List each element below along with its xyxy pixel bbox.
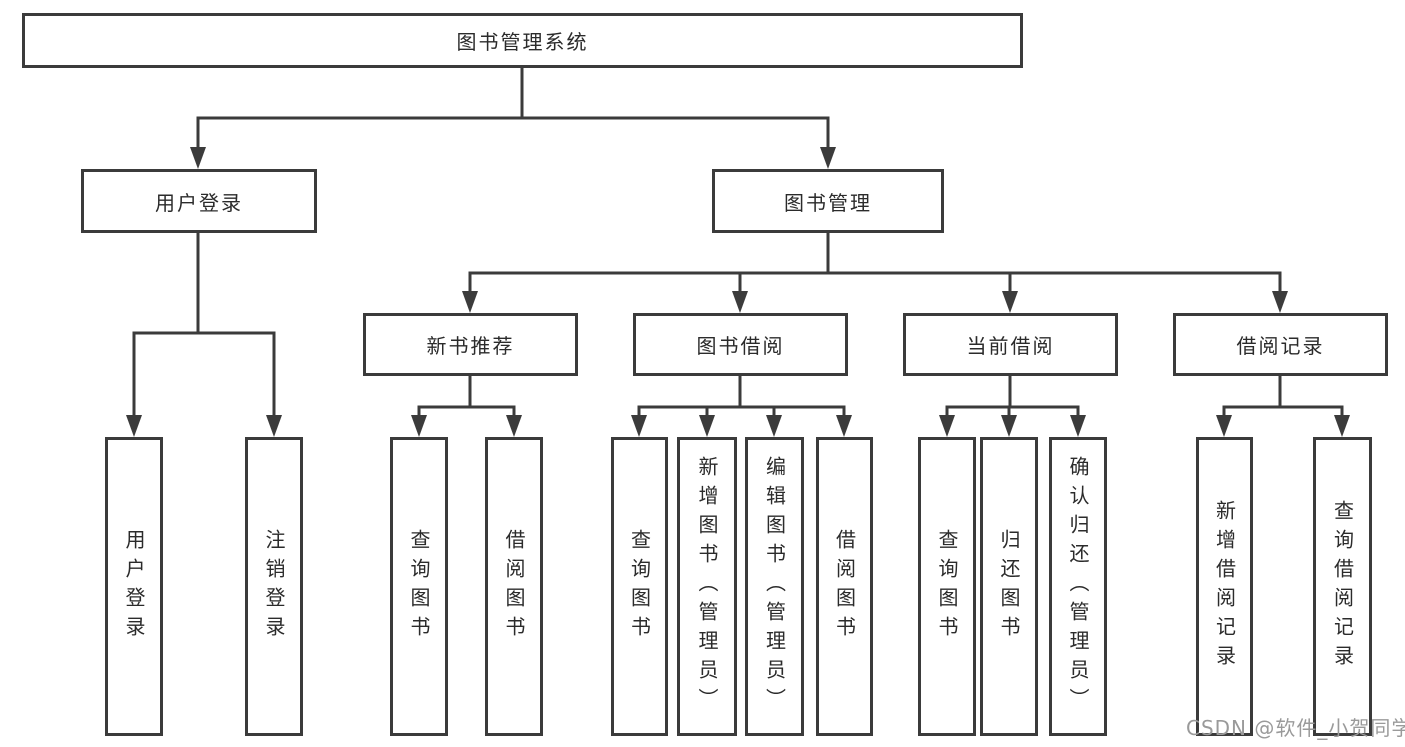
node-label: 用户登录	[155, 190, 243, 215]
node-book-borrowing: 图书借阅	[633, 313, 848, 376]
node-label: 新增图书（管理员）	[695, 456, 719, 717]
node-label: 查询借阅记录	[1330, 499, 1355, 674]
csdn-watermark: CSDN @软件_小贺同学	[1186, 716, 1405, 740]
node-library-management-system: 图书管理系统	[22, 13, 1023, 68]
node-label: 查询图书	[407, 528, 431, 645]
leaf-logout: 注销登录	[245, 437, 303, 736]
edge-book-borrow-to-leaves	[631, 376, 852, 437]
leaf-borrow-books: 借阅图书	[816, 437, 873, 736]
node-label: 确认归还（管理员）	[1066, 456, 1090, 717]
edge-borrow-records-to-leaves	[1216, 376, 1350, 437]
node-user-login: 用户登录	[81, 169, 317, 233]
leaf-borrow-books-recommend: 借阅图书	[485, 437, 543, 736]
leaf-add-borrow-record: 新增借阅记录	[1196, 437, 1253, 736]
node-label: 编辑图书（管理员）	[762, 456, 787, 717]
leaf-user-login: 用户登录	[105, 437, 163, 736]
node-label: 借阅图书	[832, 528, 857, 645]
node-label: 用户登录	[122, 528, 146, 645]
node-label: 归还图书	[997, 528, 1021, 645]
node-label: 注销登录	[262, 528, 286, 645]
node-label: 当前借阅	[966, 334, 1055, 358]
node-book-management: 图书管理	[712, 169, 944, 233]
leaf-edit-book-admin: 编辑图书（管理员）	[745, 437, 804, 736]
node-label: 借阅图书	[502, 528, 526, 645]
node-label: 图书管理	[784, 190, 872, 215]
node-label: 新增借阅记录	[1212, 499, 1237, 674]
node-label: 借阅记录	[1236, 334, 1325, 358]
leaf-add-book-admin: 新增图书（管理员）	[677, 437, 737, 736]
node-label: 新书推荐	[426, 334, 515, 358]
node-borrowing-records: 借阅记录	[1173, 313, 1388, 376]
edge-new-book-rec-to-leaves	[411, 376, 522, 437]
leaf-return-book: 归还图书	[980, 437, 1038, 736]
leaf-query-books-borrow: 查询图书	[611, 437, 668, 736]
edge-user-login-to-leaves	[126, 233, 282, 437]
edge-book-management-to-level3	[462, 233, 1288, 313]
leaf-query-books-recommend: 查询图书	[390, 437, 448, 736]
leaf-query-borrow-record: 查询借阅记录	[1313, 437, 1372, 736]
node-label: 图书借阅	[696, 334, 785, 358]
edge-current-borrow-to-leaves	[939, 376, 1086, 437]
leaf-confirm-return-admin: 确认归还（管理员）	[1049, 437, 1107, 736]
node-new-book-recommendation: 新书推荐	[363, 313, 578, 376]
node-label: 查询图书	[935, 528, 959, 645]
node-label: 图书管理系统	[456, 30, 589, 54]
node-label: 查询图书	[627, 528, 652, 645]
leaf-query-books-current: 查询图书	[918, 437, 976, 736]
node-current-borrowing: 当前借阅	[903, 313, 1118, 376]
edge-root-to-level2	[190, 68, 836, 169]
